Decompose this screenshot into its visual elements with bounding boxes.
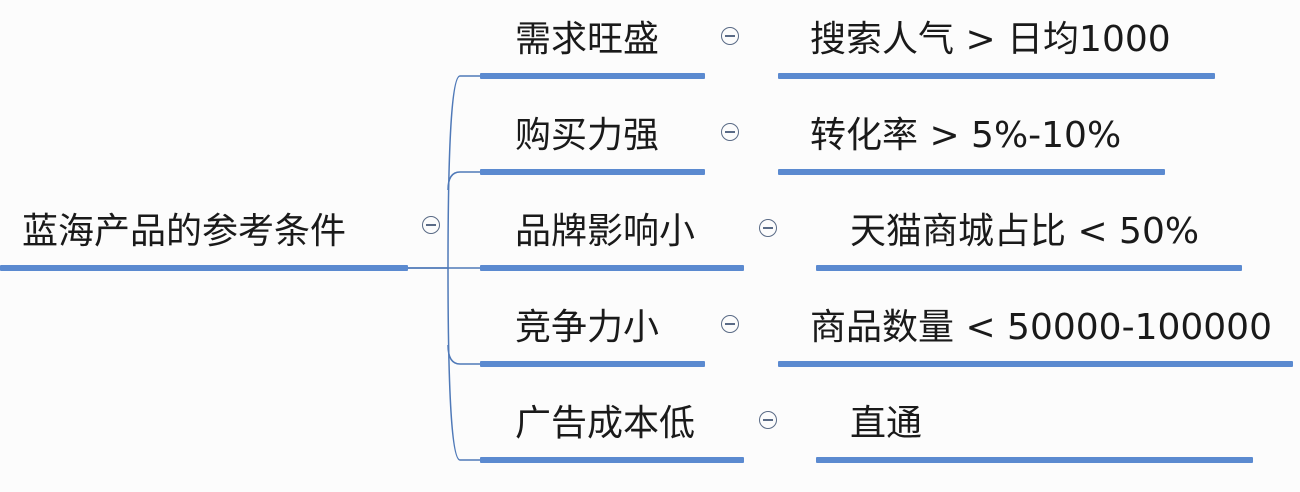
root-underline [0, 265, 408, 271]
leaf-label[interactable]: 商品数量 < 50000-100000 [810, 307, 1272, 348]
branch-label[interactable]: 购买力强 [515, 115, 660, 156]
leaf-underline [816, 265, 1242, 271]
leaf-label[interactable]: 搜索人气 > 日均1000 [810, 19, 1171, 60]
branch-collapse-icon[interactable] [721, 27, 739, 45]
branch-label[interactable]: 品牌影响小 [515, 211, 696, 252]
branch-underline [480, 73, 705, 79]
branch-collapse-icon[interactable] [759, 411, 777, 429]
branch-underline [480, 457, 744, 463]
connector-branch-1 [408, 75, 480, 269]
root-node-label[interactable]: 蓝海产品的参考条件 [22, 211, 347, 252]
leaf-underline [778, 73, 1215, 79]
branch-label[interactable]: 广告成本低 [515, 403, 696, 444]
leaf-label[interactable]: 直通 [850, 403, 923, 444]
branch-underline [480, 169, 705, 175]
root-collapse-icon[interactable] [422, 216, 440, 234]
leaf-label[interactable]: 天猫商城占比 < 50% [850, 211, 1200, 252]
branch-underline [480, 265, 744, 271]
connector-branch-2 [447, 171, 480, 191]
leaf-label[interactable]: 转化率 > 5%-10% [810, 115, 1122, 156]
branch-underline [480, 361, 705, 367]
branch-collapse-icon[interactable] [721, 315, 739, 333]
branch-label[interactable]: 需求旺盛 [515, 19, 660, 60]
branch-collapse-icon[interactable] [721, 123, 739, 141]
connector-branch-4 [447, 344, 480, 365]
branch-label[interactable]: 竞争力小 [515, 307, 660, 348]
leaf-underline [778, 361, 1293, 367]
leaf-underline [816, 457, 1253, 463]
branch-collapse-icon[interactable] [759, 219, 777, 237]
connector-branch-5 [447, 267, 480, 461]
leaf-underline [778, 169, 1165, 175]
